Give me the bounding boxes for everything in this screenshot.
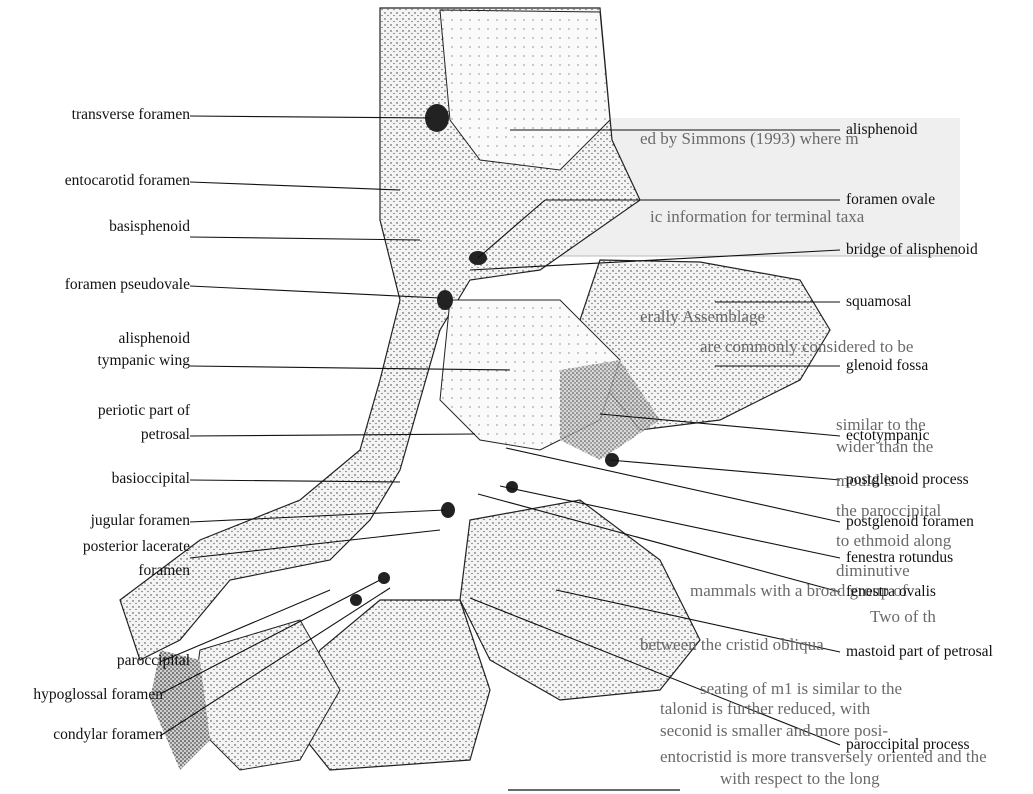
label-postglenoid-process: postglenoid process [846,471,969,489]
hypoglossal-foramen-hole [378,572,390,584]
bg-text: Two of th [870,606,936,628]
label-transverse-foramen: transverse foramen [72,106,190,124]
leader-entocarotid-foramen [190,182,400,190]
foramen-pseudovale-hole [437,290,453,310]
label-foramen-ovale: foramen ovale [846,191,935,209]
label-mastoid-part-of-petrosal: mastoid part of petrosal [846,643,993,661]
leader-postglenoid-process [610,460,840,480]
bg-text: ed by Simmons (1993) where m [640,128,859,150]
leader-periotic [190,434,475,436]
label-jugular-foramen: jugular foramen [91,512,190,530]
label-entocarotid-foramen: entocarotid foramen [65,172,190,190]
label-periotic-part-of: periotic part of [98,402,190,420]
label-posterior-lacerate: posterior lacerate [83,538,190,556]
label-fenestra-rotundus: fenestra rotundus [846,549,953,567]
label-paroccipital: paroccipital [117,652,190,670]
label-paroccipital-process: paroccipital process [846,736,970,754]
label-glenoid-fossa: glenoid fossa [846,357,928,375]
bg-text: with respect to the long [720,768,880,790]
label-petrosal: petrosal [141,426,190,444]
label-bridge-of-alisphenoid: bridge of alisphenoid [846,241,978,259]
condylar-foramen-hole [350,594,362,606]
label-hypoglossal-foramen: hypoglossal foramen [33,686,163,704]
label-basisphenoid: basisphenoid [109,218,190,236]
label-squamosal: squamosal [846,293,911,311]
label-foramen-pseudovale: foramen pseudovale [65,276,190,294]
bg-text: are commonly considered to be [700,336,913,358]
label-fenestra-ovalis: fenestra ovalis [846,583,936,601]
bg-text: erally Assemblage [640,306,765,328]
fenestra-rotundus-hole [506,481,518,493]
label-foramen: foramen [138,562,190,580]
label-postglenoid-foramen: postglenoid foramen [846,513,974,531]
mastoid-shape [460,500,700,700]
label-alisphenoid: alisphenoid [846,121,917,139]
bg-text: ic information for terminal taxa [650,206,864,228]
label-alisphenoid-left: alisphenoid [119,330,190,348]
label-tympanic-wing: tympanic wing [97,352,190,370]
bg-text: talonid is further reduced, with [660,698,870,720]
label-ectotympanic: ectotympanic [846,427,930,445]
label-basioccipital: basioccipital [112,470,190,488]
bg-text: between the cristid obliqua [640,634,824,656]
bg-text: seating of m1 is similar to the [700,678,902,700]
label-condylar-foramen: condylar foramen [53,726,163,744]
